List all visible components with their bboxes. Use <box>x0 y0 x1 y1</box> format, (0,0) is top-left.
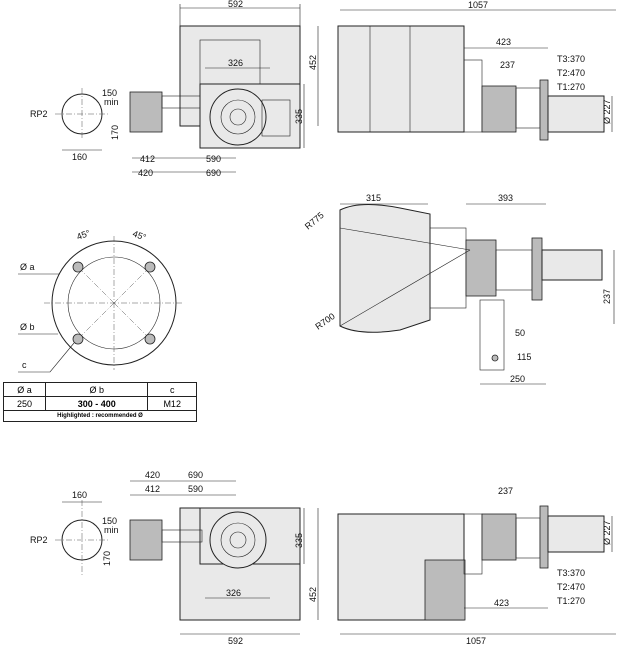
top-front-view: 1057 423 237 T3:370 T2:470 T1:270 Ø 227 <box>337 0 616 141</box>
dim-237: 237 <box>498 486 513 496</box>
label-diameter-b: Ø b <box>20 322 35 332</box>
dim-423: 423 <box>494 598 509 608</box>
dim-170: 170 <box>102 551 112 566</box>
label-c: c <box>22 360 27 370</box>
angle-45-left: 45° <box>75 228 92 242</box>
dim-412: 412 <box>140 154 155 164</box>
dim-335: 335 <box>294 533 304 548</box>
dim-326: 326 <box>226 588 241 598</box>
dim-592: 592 <box>228 636 243 646</box>
dim-335: 335 <box>294 109 304 124</box>
dim-160: 160 <box>72 490 87 500</box>
table-note: Highlighted : recommended Ø <box>3 410 197 422</box>
dim-420: 420 <box>145 470 160 480</box>
dim-590: 590 <box>188 484 203 494</box>
t3-length: T3:370 <box>557 568 585 578</box>
gas-connection-label: RP2 <box>30 109 48 119</box>
dim-1057: 1057 <box>468 0 488 10</box>
dim-min: min <box>104 97 119 107</box>
value-c: M12 <box>147 396 197 411</box>
burner-head <box>209 511 267 569</box>
flange-view: 45° 45° Ø a Ø b c <box>18 228 184 373</box>
dim-452: 452 <box>308 55 318 70</box>
dim-tube-diameter: Ø 227 <box>602 99 612 124</box>
dim-150: 150 <box>102 516 117 526</box>
bottom-side-view: 160 420 690 412 590 150 min RP2 170 335 … <box>30 470 319 646</box>
bolt-hole <box>72 333 84 345</box>
dim-50: 50 <box>515 328 525 338</box>
label-diameter-a: Ø a <box>20 262 35 272</box>
gas-connection-label: RP2 <box>30 535 48 545</box>
header-diameter-a: Ø a <box>2 382 47 397</box>
bottom-front-view: 237 Ø 227 T3:370 T2:470 T1:270 423 1057 <box>337 486 616 646</box>
bolt-hole <box>144 261 156 273</box>
dim-690: 690 <box>188 470 203 480</box>
blast-tube <box>541 249 603 281</box>
dim-315: 315 <box>366 193 381 203</box>
value-diameter-a: 250 <box>2 396 47 411</box>
radius-775: R775 <box>303 210 326 231</box>
bolt-hole <box>144 333 156 345</box>
dim-115: 115 <box>517 352 531 362</box>
blast-tube <box>547 95 605 133</box>
header-c: c <box>147 382 197 397</box>
gas-valve <box>129 91 163 133</box>
dim-412: 412 <box>145 484 160 494</box>
angle-45-right: 45° <box>131 228 148 242</box>
fan-housing <box>337 25 465 133</box>
bolt-hole <box>72 261 84 273</box>
dim-326: 326 <box>228 58 243 68</box>
dim-250: 250 <box>510 374 525 384</box>
gas-train <box>465 239 497 297</box>
gas-valve <box>129 519 163 561</box>
header-diameter-b: Ø b <box>45 382 149 397</box>
t3-length: T3:370 <box>557 54 585 64</box>
radius-700: R700 <box>313 311 336 332</box>
dim-237: 237 <box>602 289 612 304</box>
dim-423: 423 <box>496 37 511 47</box>
dim-452: 452 <box>308 587 318 602</box>
dim-1057: 1057 <box>466 636 486 646</box>
fan-housing <box>339 204 431 333</box>
dim-590: 590 <box>206 154 221 164</box>
t1-length: T1:270 <box>557 596 585 606</box>
gas-train <box>481 513 517 561</box>
dim-393: 393 <box>498 193 513 203</box>
top-side-view: 592 326 452 335 150 min RP2 170 160 412 … <box>30 0 319 178</box>
dim-592: 592 <box>228 0 243 9</box>
flange-spec-table: Ø a Ø b c 250 300 - 400 M12 Highlighted … <box>2 382 197 422</box>
t2-length: T2:470 <box>557 68 585 78</box>
dim-min: min <box>104 525 119 535</box>
dim-237: 237 <box>500 60 515 70</box>
blast-tube <box>547 515 605 553</box>
dim-150: 150 <box>102 88 117 98</box>
t1-length: T1:270 <box>557 82 585 92</box>
t2-length: T2:470 <box>557 582 585 592</box>
burner-head <box>209 88 267 146</box>
gas-train <box>481 85 517 133</box>
dim-tube-diameter: Ø 227 <box>602 520 612 545</box>
dim-160: 160 <box>72 152 87 162</box>
dim-690: 690 <box>206 168 221 178</box>
value-diameter-b: 300 - 400 <box>45 396 149 411</box>
dim-420: 420 <box>138 168 153 178</box>
dim-170: 170 <box>110 125 120 140</box>
middle-side-view: 315 393 R775 R700 237 50 115 250 <box>303 193 615 385</box>
